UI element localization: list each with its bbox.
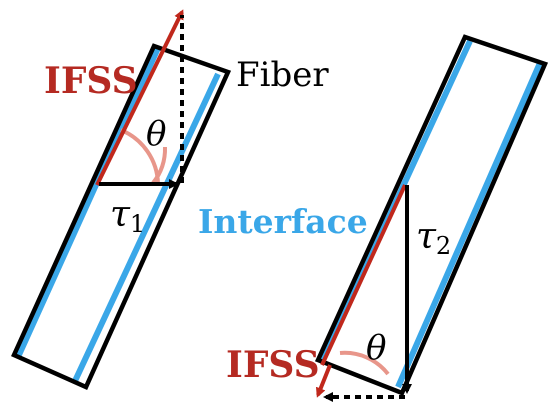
- right-ifss-line: [320, 184, 407, 366]
- left-ifss-arrow: [95, 9, 184, 186]
- ifss-label-bottom: IFSS: [226, 344, 320, 386]
- theta-left-label: θ: [146, 114, 166, 154]
- tau1-subscript: 1: [130, 210, 145, 238]
- right-ifss-arrow: [315, 364, 332, 398]
- left-interface-band-1: [15, 46, 161, 359]
- left-interface-band-2: [72, 72, 221, 383]
- tau1-symbol: τ: [110, 194, 131, 235]
- tau2-label: τ2: [416, 216, 451, 260]
- tau2-symbol: τ: [416, 216, 437, 257]
- left-fiber-outline: [11, 43, 232, 390]
- fiber-label: Fiber: [236, 55, 329, 95]
- right-fiber-outline: [314, 34, 549, 396]
- left-fiber: [11, 43, 232, 390]
- right-interface-band-2: [395, 61, 543, 389]
- theta-right-label: θ: [366, 328, 386, 368]
- left-angle-arc: [151, 146, 168, 185]
- left-angle-arc-inner: [120, 128, 160, 185]
- tau1-label: τ1: [110, 194, 145, 238]
- interface-label: Interface: [198, 202, 368, 241]
- tau2-subscript: 2: [436, 232, 451, 260]
- ifss-label-top: IFSS: [44, 60, 138, 102]
- right-angle-arc: [339, 350, 390, 376]
